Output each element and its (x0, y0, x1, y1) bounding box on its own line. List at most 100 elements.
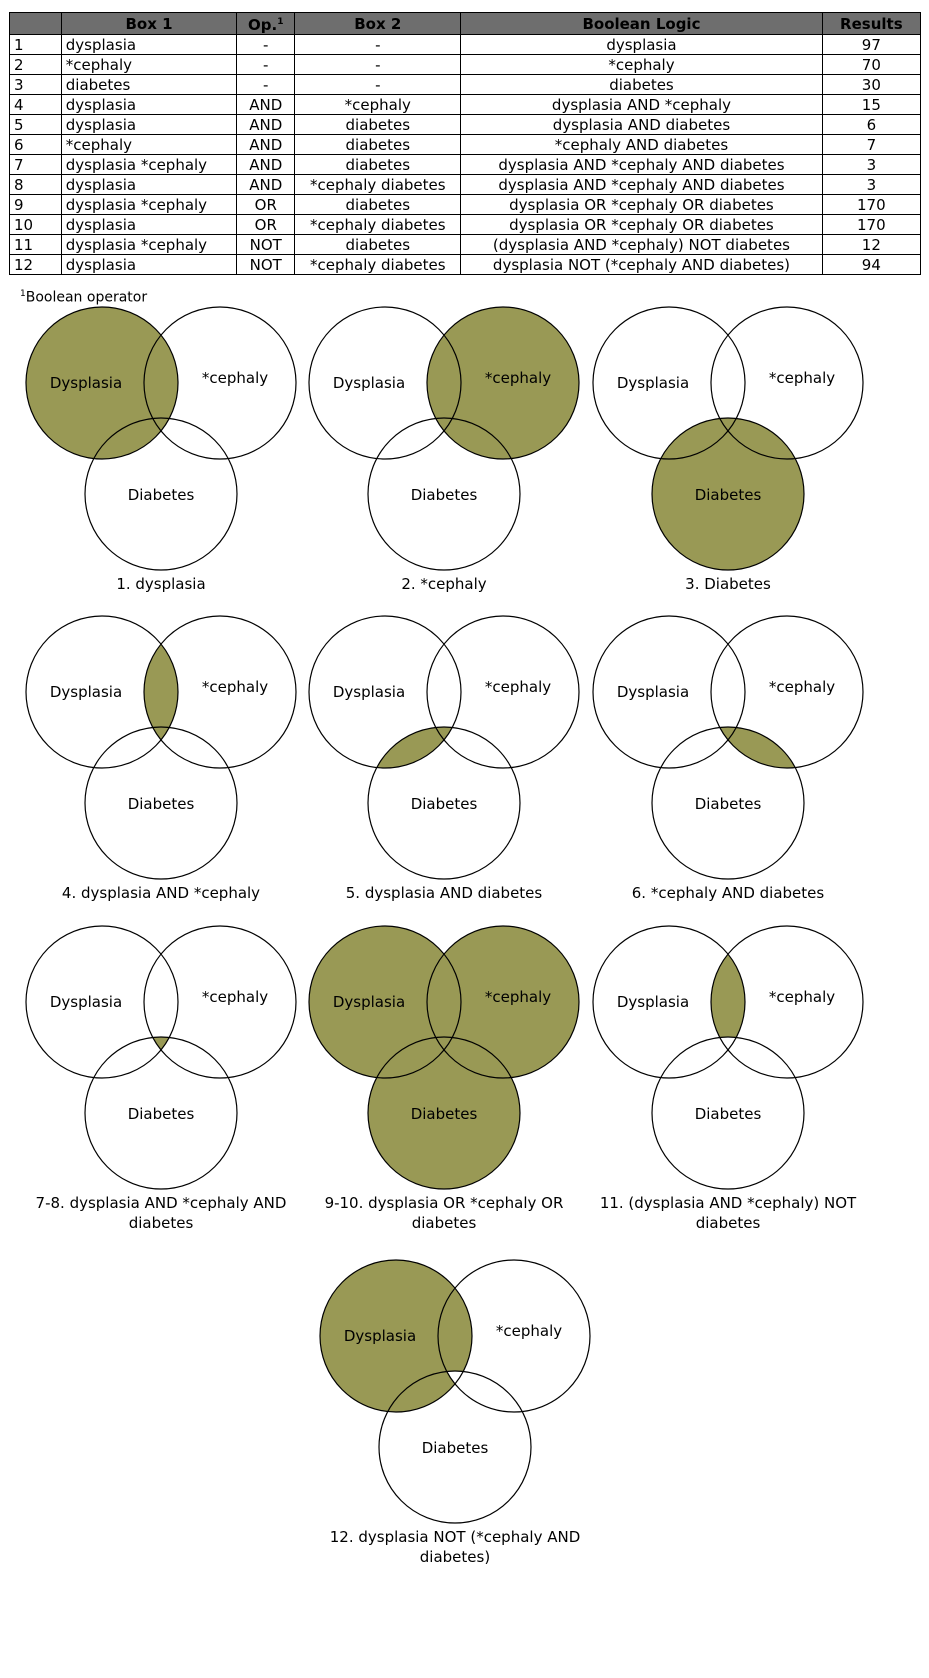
label-dysplasia: Dysplasia (617, 374, 689, 392)
cephaly-circle (143, 306, 297, 460)
cephaly-circle (143, 615, 297, 769)
cephaly-circle (426, 306, 580, 460)
diabetes-circle (651, 726, 805, 880)
label-diabetes: Diabetes (695, 486, 762, 504)
label-cephaly: *cephaly (496, 1322, 562, 1340)
venn-caption: 3. Diabetes (685, 575, 771, 593)
cell-boolean-logic: dysplasia AND *cephaly AND diabetes (460, 154, 823, 175)
label-dysplasia: Dysplasia (344, 1327, 416, 1345)
header-op-superscript: 1 (277, 17, 284, 27)
cephaly-circle (710, 615, 864, 769)
header-box1: Box 1 (60, 12, 238, 35)
venn-caption: 7-8. dysplasia AND *cephaly AND (36, 1194, 287, 1212)
cephaly-circle (437, 1259, 591, 1413)
diabetes-circle (651, 1036, 805, 1190)
cell-box2: *cephaly diabetes (294, 214, 462, 235)
venn-caption: 1. dysplasia (116, 575, 205, 593)
diabetes-circle (367, 726, 521, 880)
cell-boolean-logic: dysplasia AND *cephaly AND diabetes (460, 174, 823, 195)
cell-box1: *cephaly (60, 134, 238, 155)
venn-caption: 6. *cephaly AND diabetes (632, 884, 825, 902)
venn-caption: diabetes (129, 1214, 194, 1232)
cell-box2: *cephaly (294, 94, 462, 115)
label-dysplasia: Dysplasia (50, 993, 122, 1011)
dysplasia-circle (308, 306, 462, 460)
cell-op: OR (236, 194, 296, 215)
cell-results: 97 (821, 34, 922, 55)
cell-box2: *cephaly diabetes (294, 254, 462, 275)
venn-caption: 11. (dysplasia AND *cephaly) NOT (600, 1194, 857, 1212)
table-header-row: Box 1 Op.1 Box 2 Boolean Logic Results (9, 12, 922, 35)
cell-results: 94 (821, 254, 922, 275)
label-cephaly: *cephaly (485, 988, 551, 1006)
cell-boolean-logic: *cephaly (460, 54, 823, 75)
cell-results: 70 (821, 54, 922, 75)
label-diabetes: Diabetes (695, 795, 762, 813)
venn-caption: diabetes (696, 1214, 761, 1232)
footnote-text: Boolean operator (25, 289, 148, 306)
diabetes-circle (367, 417, 521, 571)
dysplasia-circle (25, 925, 179, 1079)
header-index (9, 12, 62, 35)
cell-op: AND (236, 134, 296, 155)
dysplasia-circle (25, 306, 179, 460)
venn-shaded-region (652, 926, 804, 1189)
cell-boolean-logic: dysplasia AND diabetes (460, 114, 823, 135)
cell-box1: dysplasia (60, 254, 238, 275)
venn-caption: diabetes (412, 1214, 477, 1232)
header-boolean-logic: Boolean Logic (460, 12, 823, 35)
label-diabetes: Diabetes (695, 1105, 762, 1123)
label-diabetes: Diabetes (411, 1105, 478, 1123)
label-dysplasia: Dysplasia (333, 683, 405, 701)
cell-op: AND (236, 114, 296, 135)
cell-boolean-logic: dysplasia OR *cephaly OR diabetes (460, 194, 823, 215)
label-dysplasia: Dysplasia (50, 683, 122, 701)
label-diabetes: Diabetes (128, 795, 195, 813)
label-diabetes: Diabetes (411, 795, 478, 813)
footnote-marker: 1 (20, 289, 26, 299)
venn-caption: diabetes) (420, 1548, 490, 1566)
label-dysplasia: Dysplasia (333, 993, 405, 1011)
cephaly-circle (426, 615, 580, 769)
label-cephaly: *cephaly (485, 678, 551, 696)
venn-caption: 2. *cephaly (401, 575, 486, 593)
cell-boolean-logic: dysplasia OR *cephaly OR diabetes (460, 214, 823, 235)
cell-box2: diabetes (294, 234, 462, 255)
footnote: 1Boolean operator (20, 289, 147, 306)
results-table: Box 1 Op.1 Box 2 Boolean Logic Results 1… (9, 12, 922, 275)
label-cephaly: *cephaly (485, 369, 551, 387)
label-cephaly: *cephaly (769, 678, 835, 696)
cephaly-circle (710, 925, 864, 1079)
dysplasia-circle (592, 925, 746, 1079)
dysplasia-circle (308, 925, 462, 1079)
cephaly-circle (143, 925, 297, 1079)
dysplasia-circle (308, 615, 462, 769)
label-dysplasia: Dysplasia (617, 683, 689, 701)
diabetes-circle (84, 1036, 238, 1190)
venn-caption: 4. dysplasia AND *cephaly (62, 884, 260, 902)
cell-box1: dysplasia (60, 114, 238, 135)
dysplasia-circle (25, 615, 179, 769)
label-cephaly: *cephaly (769, 988, 835, 1006)
venn-caption: 5. dysplasia AND diabetes (346, 884, 543, 902)
diabetes-circle (84, 726, 238, 880)
dysplasia-circle (319, 1259, 473, 1413)
label-dysplasia: Dysplasia (333, 374, 405, 392)
cell-op: NOT (236, 254, 296, 275)
cell-box1: dysplasia (60, 214, 238, 235)
venn-caption: 9-10. dysplasia OR *cephaly OR (325, 1194, 564, 1212)
cell-index: 10 (9, 214, 62, 235)
